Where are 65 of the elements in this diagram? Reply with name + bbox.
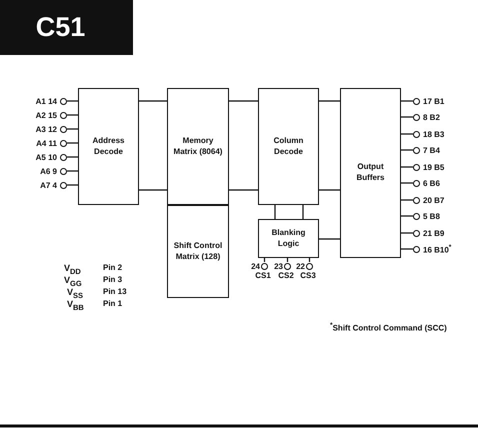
pin-label: 6 B6 [423,178,440,188]
supply-name: V$_{GG}$ [64,275,82,288]
pin-number: 22 [296,262,305,270]
pin-label: A5 10 [36,152,57,162]
pin-name: CS2 [278,271,294,280]
pin-name: CS1 [255,271,271,280]
connector-line [401,248,413,250]
connector-line [401,149,413,151]
pin-number: 23 [274,262,283,270]
pin-label: 18 B3 [423,130,444,138]
pin-name: CS3 [300,271,316,280]
connector-line [319,238,340,240]
connector-line [401,199,413,201]
supply-name: V$_{BB}$ [67,299,84,312]
matrix-block: Shift Control Matrix (128) [167,205,229,298]
buffer-block: Output Buffers [340,88,401,258]
logic-block: Blanking Logic [258,219,319,258]
pin-number: Pin 3 [103,275,122,284]
pin-number: 24 [251,262,260,270]
connector-line [401,232,413,234]
pin-label: 21 B9 [423,228,444,238]
supply-name: V$_{DD}$ [64,263,81,276]
connector-line [67,170,78,172]
connector-line [401,100,413,102]
connector-line [67,142,78,144]
connector-line [319,189,340,191]
pin-number: Pin 2 [103,263,122,272]
pin-label: A2 15 [36,110,57,120]
decoder-block: Address Decode [78,88,139,205]
pin-label: A6 9 [40,166,57,176]
pin-label: 17 B1 [423,96,444,106]
pin-label: 8 B2 [423,112,440,122]
connector-line [67,128,78,130]
pin-number: Pin 1 [103,299,122,308]
connector-line [139,189,167,191]
connector-line [319,100,340,102]
pin-label: A4 11 [36,138,57,148]
connector-line [401,182,413,184]
pin-label: A7 4 [40,180,57,190]
pin-label: 19 B5 [423,162,444,172]
connector-line [401,166,413,168]
title-banner: C51 [0,0,133,55]
connector-line [401,116,413,118]
connector-line [401,133,413,135]
connector-line [67,114,78,116]
pin-label: 16 B10$^{*}$ [423,244,452,254]
pin-label: A3 12 [36,124,57,134]
supply-name: V$_{SS}$ [67,287,84,300]
connector-line [229,189,258,191]
connector-line [229,100,258,102]
connector-line [274,205,276,219]
connector-line [302,205,304,219]
connector-line [139,100,167,102]
pin-number: Pin 13 [103,287,127,296]
footnote: $^{*}$Shift Control Command (SCC) [330,322,447,333]
pin-label: 7 B4 [423,146,440,154]
memory-block: Memory Matrix (8064) [167,88,229,205]
connector-line [67,184,78,186]
connector-line [401,215,413,217]
connector-line [67,100,78,102]
pin-label: 20 B7 [423,196,444,204]
pin-label: 5 B8 [423,212,440,220]
pin-label: A1 14 [36,96,57,106]
decoder-block: Column Decode [258,88,319,205]
connector-line [67,156,78,158]
